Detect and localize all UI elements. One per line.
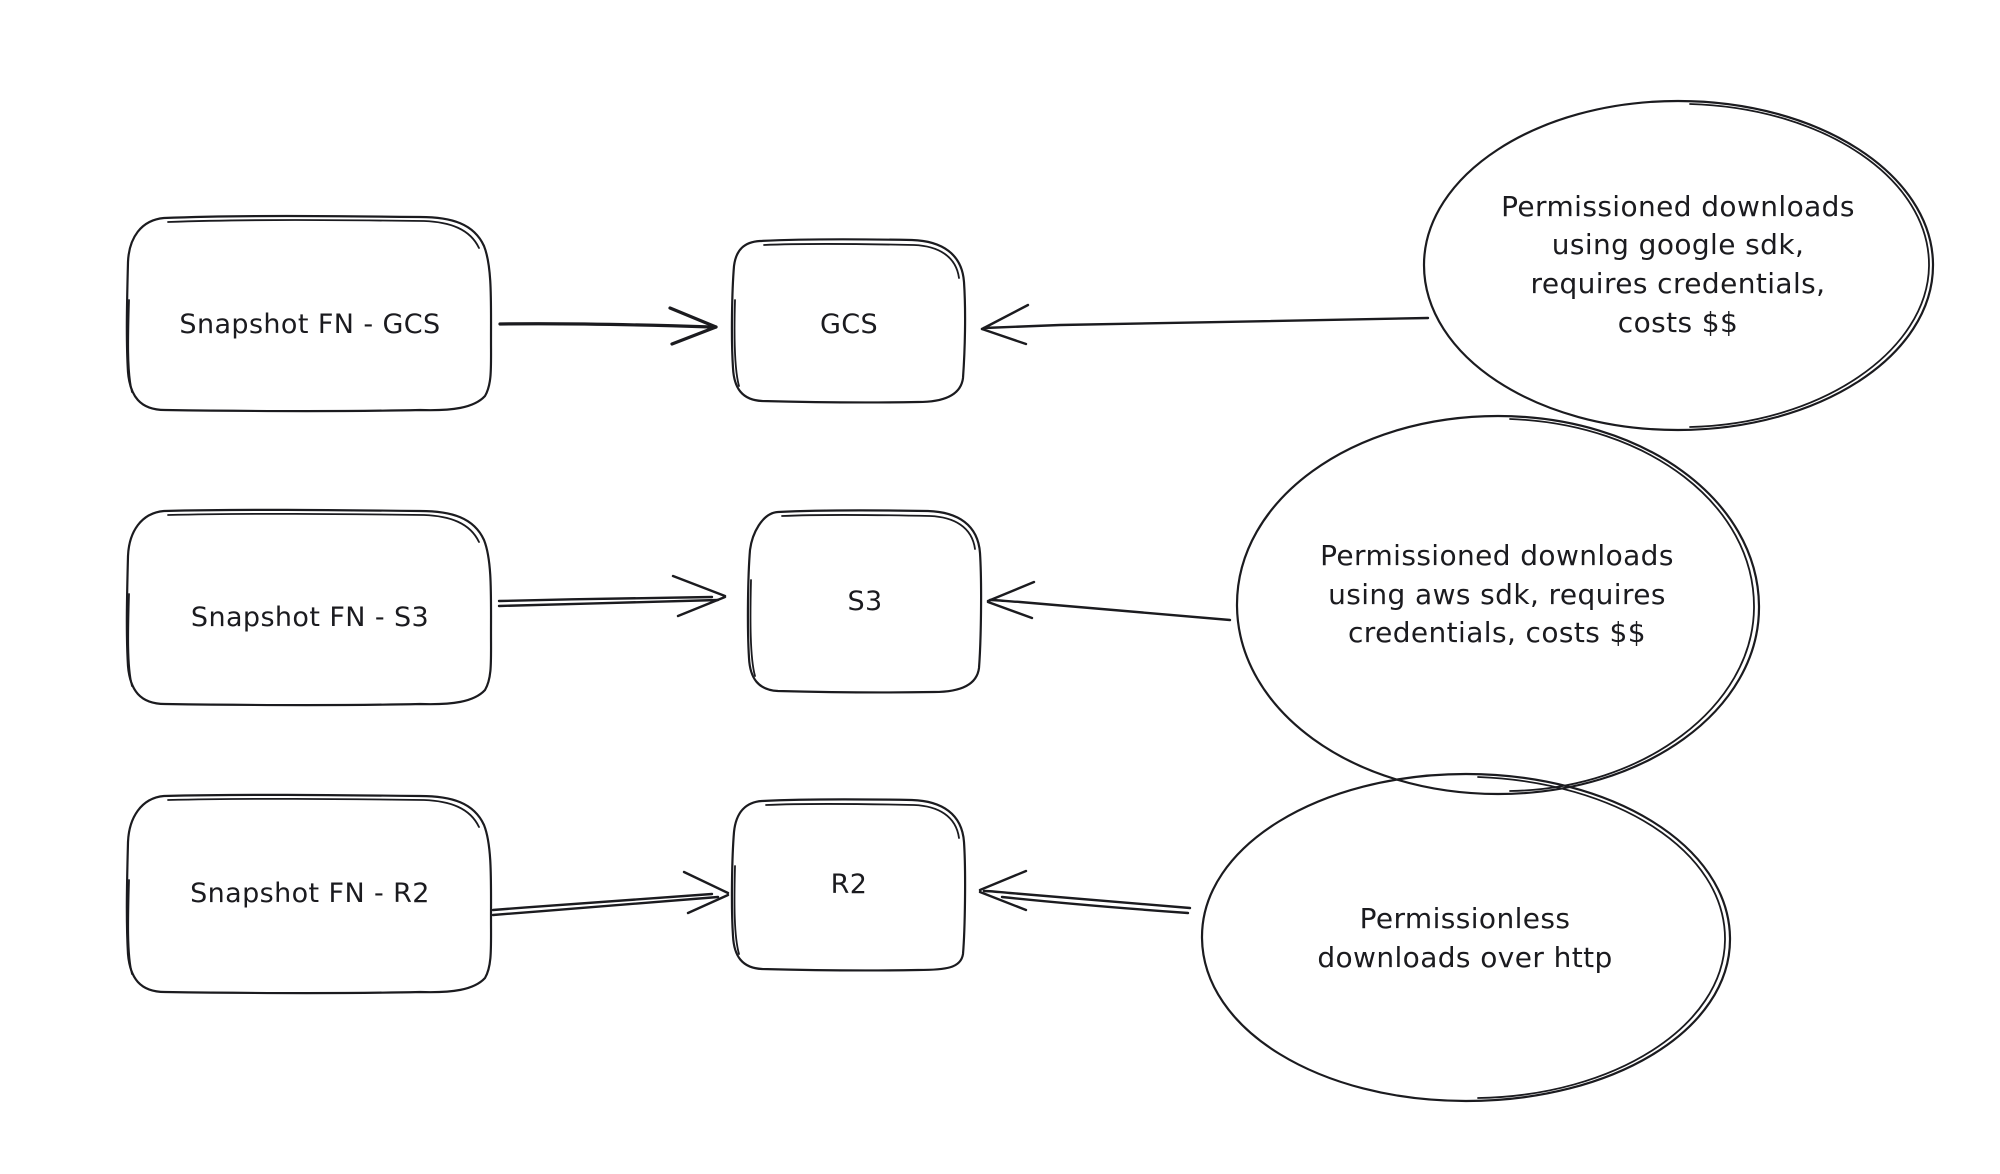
note-r2-ellipse-shape[interactable] [1200,772,1732,1103]
arrow-note-s3-to-s3 [986,580,1232,622]
snapshot-fn-r2-box-shape[interactable] [125,793,493,995]
snapshot-fn-gcs-box-shape[interactable] [125,214,493,413]
arrow-note-r2-to-r2 [978,869,1192,915]
arrow-snapshot-r2-to-r2 [491,870,730,917]
arrow-snapshot-gcs-to-gcs [498,306,718,346]
r2-box-shape[interactable] [730,798,967,972]
arrow-snapshot-s3-to-s3 [497,574,727,618]
note-s3-ellipse-shape[interactable] [1235,414,1761,796]
gcs-box-shape[interactable] [730,238,967,404]
arrow-note-gcs-to-gcs [980,303,1430,346]
snapshot-fn-s3-box-shape[interactable] [125,508,493,707]
note-gcs-ellipse-shape[interactable] [1422,99,1935,432]
s3-box-shape[interactable] [746,509,983,694]
